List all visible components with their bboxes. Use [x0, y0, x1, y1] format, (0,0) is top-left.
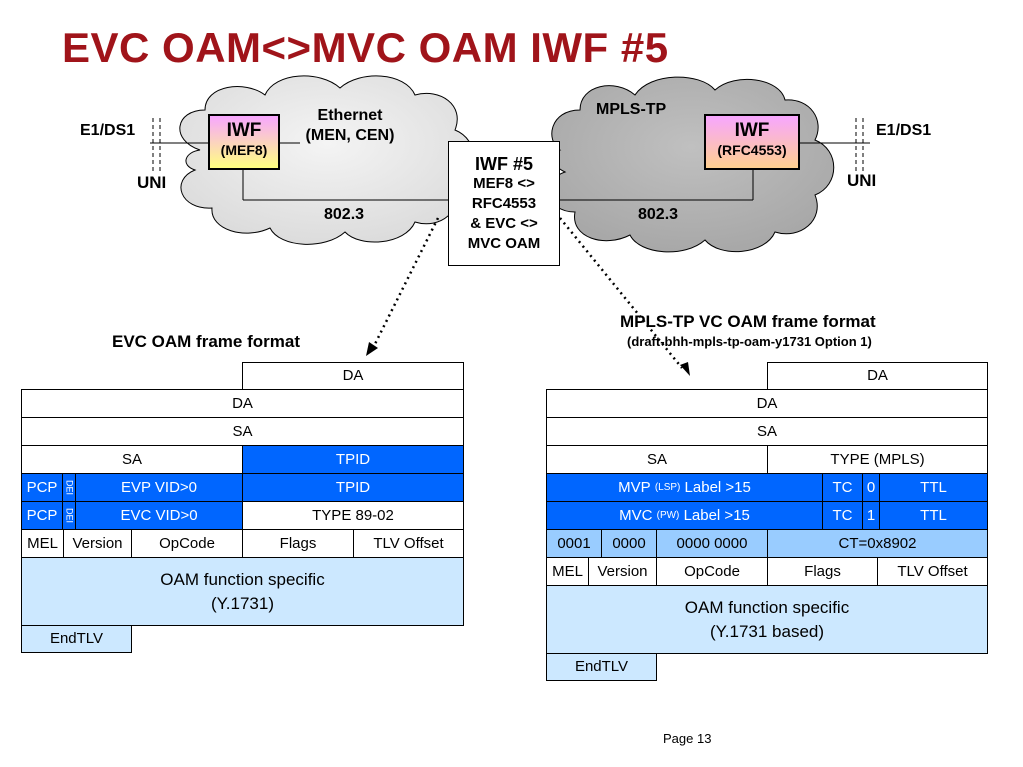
evc-pcp2: PCP [21, 501, 63, 530]
mpls-cloud-label: MPLS-TP [596, 101, 667, 118]
evc-evc-vid: EVC VID>0 [75, 501, 243, 530]
mpls-nibble-0001: 0001 [546, 529, 602, 558]
evc-tpid2: TPID [242, 473, 464, 502]
evc-sa: SA [21, 417, 464, 446]
evc-version: Version [63, 529, 132, 558]
iwf5-box: IWF #5 MEF8 <> RFC4553 & EVC <> MVC OAM [448, 141, 560, 266]
evc-da-top: DA [242, 362, 464, 390]
evc-mel: MEL [21, 529, 64, 558]
mpls-format-title: MPLS-TP VC OAM frame format [620, 312, 876, 331]
mpls-ttl1: TTL [879, 473, 988, 502]
evc-dei2: DEI [62, 501, 76, 530]
evc-type: TYPE 89-02 [242, 501, 464, 530]
evc-dei1: DEI [62, 473, 76, 502]
evc-sa2: SA [21, 445, 243, 474]
mpls-nibble-0000: 0000 [601, 529, 657, 558]
left-uni-label: UNI [137, 173, 167, 192]
evc-tlv-offset: TLV Offset [353, 529, 464, 558]
mpls-ct: CT=0x8902 [767, 529, 988, 558]
evc-evp-vid: EVP VID>0 [75, 473, 243, 502]
evc-opcode: OpCode [131, 529, 243, 558]
mpls-mvp-label: MVP (LSP) Label >15 [546, 473, 823, 502]
right-link-label: 802.3 [638, 206, 679, 223]
evc-oam-specific: OAM function specific (Y.1731) [21, 557, 464, 626]
ethernet-cloud-label: Ethernet (MEN, CEN) [305, 107, 395, 144]
mpls-tc2: TC [822, 501, 863, 530]
evc-flags: Flags [242, 529, 354, 558]
evc-da: DA [21, 389, 464, 418]
mpls-tc1: TC [822, 473, 863, 502]
mpls-da: DA [546, 389, 988, 418]
mpls-oam-specific: OAM function specific (Y.1731 based) [546, 585, 988, 654]
mpls-sa: SA [546, 417, 988, 446]
evc-tpid1: TPID [242, 445, 464, 474]
mpls-opcode: OpCode [656, 557, 768, 586]
page-title: EVC OAM<>MVC OAM IWF #5 [62, 24, 669, 71]
mpls-s2: 1 [862, 501, 880, 530]
mpls-mvc-label: MVC (PW) Label >15 [546, 501, 823, 530]
left-link-label: 802.3 [324, 206, 365, 223]
mpls-ttl2: TTL [879, 501, 988, 530]
mpls-s1: 0 [862, 473, 880, 502]
evc-format-title: EVC OAM frame format [112, 332, 300, 351]
iwf-mef8-box: IWF (MEF8) [208, 114, 280, 170]
iwf-rfc4553-box: IWF (RFC4553) [704, 114, 800, 170]
mpls-flags: Flags [767, 557, 878, 586]
evc-pcp1: PCP [21, 473, 63, 502]
mpls-version: Version [588, 557, 657, 586]
mpls-sa2: SA [546, 445, 768, 474]
mpls-type: TYPE (MPLS) [767, 445, 988, 474]
right-tdm-label: E1/DS1 [876, 122, 932, 139]
mpls-endtlv: EndTLV [546, 653, 657, 681]
mpls-mel: MEL [546, 557, 589, 586]
mpls-da-top: DA [767, 362, 988, 390]
right-uni-label: UNI [847, 171, 877, 190]
mpls-byte-00: 0000 0000 [656, 529, 768, 558]
evc-endtlv: EndTLV [21, 625, 132, 653]
left-tdm-label: E1/DS1 [80, 122, 136, 139]
page-number: Page 13 [663, 731, 712, 746]
mpls-tlv-offset: TLV Offset [877, 557, 988, 586]
mpls-format-subtitle: (draft-bhh-mpls-tp-oam-y1731 Option 1) [627, 334, 872, 349]
